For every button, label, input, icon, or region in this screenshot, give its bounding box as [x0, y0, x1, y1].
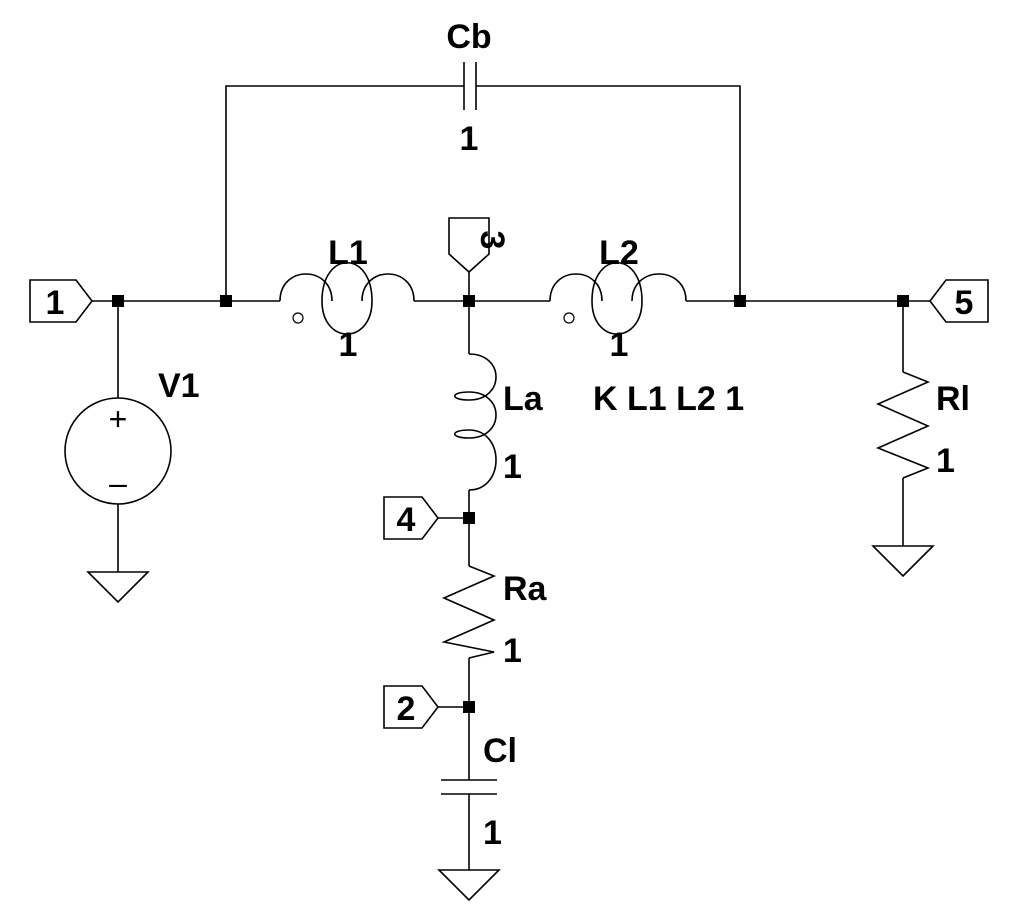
- polarity-dot: [563, 312, 575, 324]
- ground-symbols: [86, 545, 935, 902]
- la-name: La: [503, 380, 544, 418]
- l1-name: L1: [328, 234, 368, 272]
- junction-dot: [463, 512, 475, 524]
- junction-dot: [463, 295, 475, 307]
- junction-dot: [463, 701, 475, 713]
- net-flag-1[interactable]: 1: [29, 279, 94, 323]
- cb-value: 1: [460, 120, 479, 158]
- rl-value: 1: [936, 442, 955, 480]
- net-flag-2[interactable]: 2: [383, 685, 440, 729]
- net-flag-4[interactable]: 4: [383, 496, 440, 540]
- ra-name: Ra: [503, 570, 548, 608]
- net-flag-5[interactable]: 5: [928, 279, 989, 323]
- cl-name: Cl: [483, 732, 517, 770]
- voltage-source-v1[interactable]: + – V1: [64, 367, 200, 505]
- junction-dot: [220, 295, 232, 307]
- inductor-la[interactable]: La 1: [453, 353, 544, 491]
- inductor-l1[interactable]: L1 1: [279, 234, 415, 364]
- l2-value: 1: [610, 326, 629, 364]
- ground-icon: [86, 571, 150, 604]
- coupling-statement: K L1 L2 1: [593, 380, 744, 418]
- l1-value: 1: [339, 326, 358, 364]
- junctions: [112, 295, 909, 713]
- net-flag-2-label: 2: [397, 690, 416, 728]
- capacitor-cl[interactable]: Cl 1: [441, 732, 517, 852]
- resistor-ra[interactable]: Ra 1: [441, 565, 548, 670]
- la-value: 1: [503, 448, 522, 486]
- net-flag-4-label: 4: [397, 501, 416, 539]
- junction-dot: [897, 295, 909, 307]
- net-flag-3[interactable]: 3: [448, 217, 511, 274]
- net-flag-1-label: 1: [46, 284, 65, 322]
- capacitor-cb[interactable]: Cb 1: [446, 18, 491, 158]
- polarity-dot: [292, 312, 304, 324]
- v1-plus-sign: +: [109, 401, 128, 437]
- wires: [92, 85, 930, 870]
- rl-name: Rl: [936, 380, 970, 418]
- net-flag-3-label: 3: [473, 231, 511, 250]
- v1-minus-sign: –: [109, 465, 127, 501]
- junction-dot: [112, 295, 124, 307]
- cl-value: 1: [483, 814, 502, 852]
- ground-icon: [871, 545, 935, 578]
- ground-icon: [437, 869, 501, 902]
- resistor-rl[interactable]: Rl 1: [875, 371, 970, 480]
- ra-value: 1: [503, 632, 522, 670]
- l2-name: L2: [599, 234, 639, 272]
- inductor-l2[interactable]: L2 1: [549, 234, 687, 364]
- cb-name: Cb: [446, 18, 491, 56]
- v1-name: V1: [158, 367, 200, 405]
- junction-dot: [734, 295, 746, 307]
- net-flag-5-label: 5: [955, 284, 974, 322]
